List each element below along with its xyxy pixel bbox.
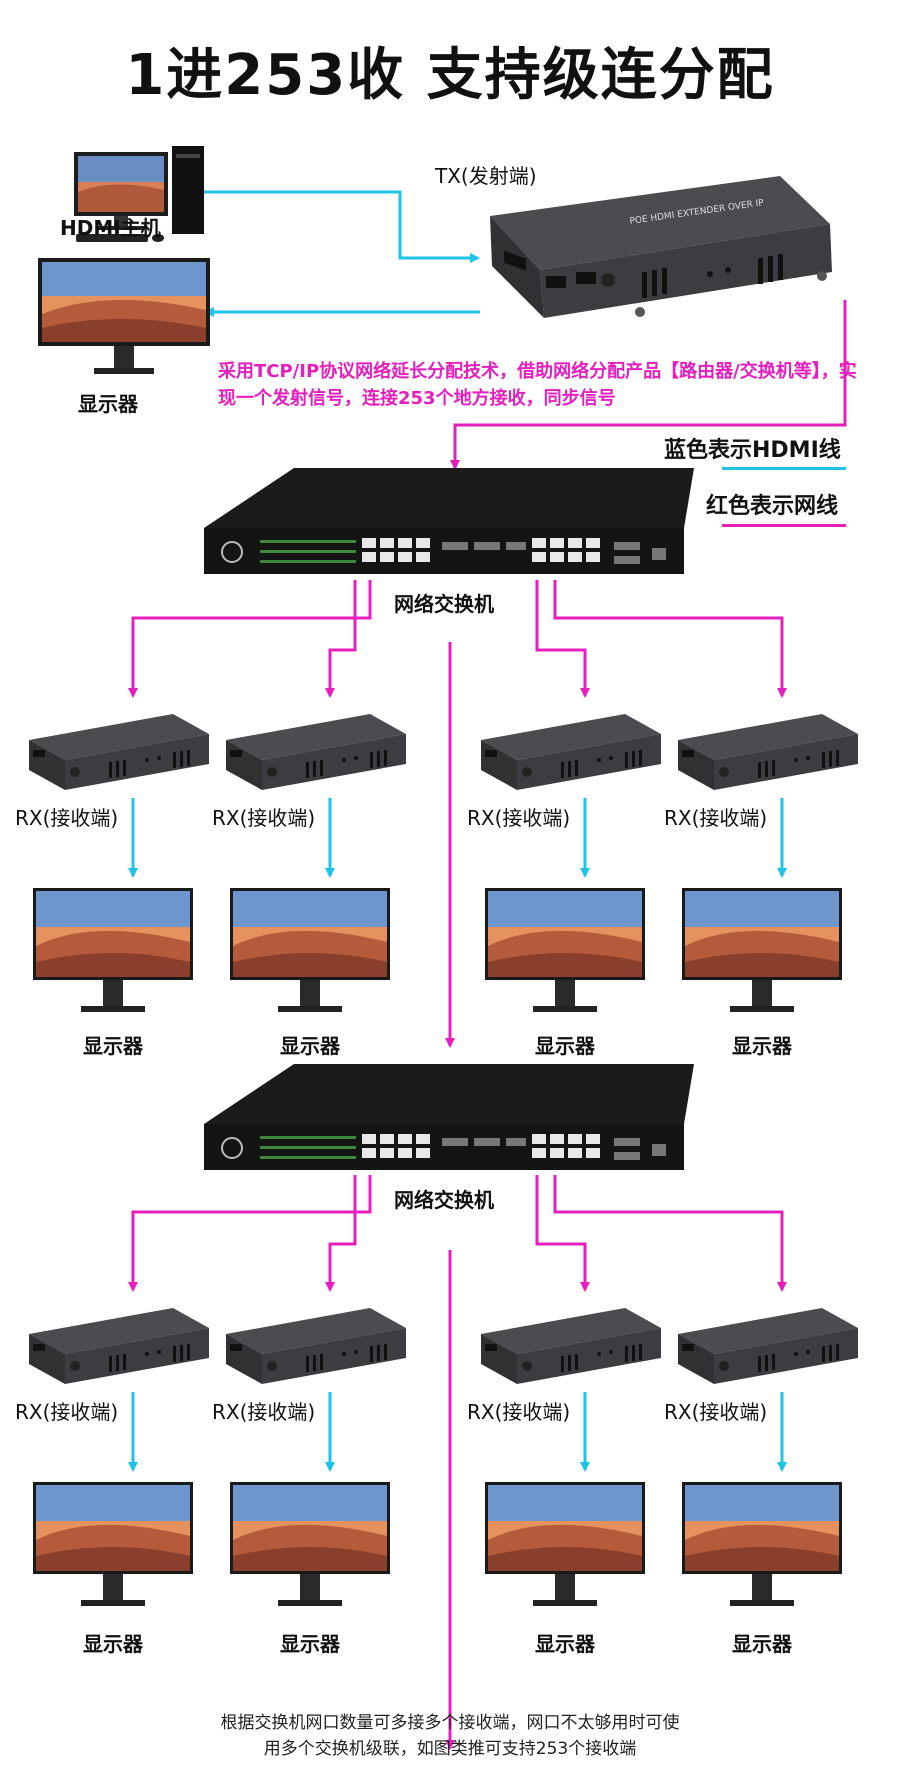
network-line-s1-rx3 — [535, 580, 590, 698]
monitor-icon — [485, 1482, 645, 1612]
legend-red-label: 红色表示网线 — [706, 494, 839, 519]
rx-device-icon — [23, 712, 213, 792]
monitor-icon — [682, 888, 842, 1018]
rx-label: RX(接收端) — [467, 806, 571, 830]
rx-label: RX(接收端) — [212, 806, 316, 830]
monitor-label: 显示器 — [83, 1034, 143, 1058]
rx-device-icon — [23, 1306, 213, 1386]
monitor-label: 显示器 — [280, 1034, 340, 1058]
network-line-s1-rx4 — [553, 580, 787, 698]
pc-icon — [74, 146, 204, 242]
monitor-icon — [230, 1482, 390, 1612]
legend-red-line — [722, 524, 846, 527]
switch2-label: 网络交换机 — [394, 1188, 494, 1212]
tx-device-icon: POE HDMI EXTENDER OVER IP — [490, 176, 832, 318]
rx-label: RX(接收端) — [212, 1400, 316, 1424]
rx-device-icon — [475, 1306, 665, 1386]
monitor-icon — [682, 1482, 842, 1612]
rx-label: RX(接收端) — [15, 806, 119, 830]
rx-device-icon — [220, 1306, 410, 1386]
legend-blue-label: 蓝色表示HDMI线 — [664, 438, 841, 463]
monitor-label: 显示器 — [535, 1632, 595, 1656]
monitor-label: 显示器 — [83, 1632, 143, 1656]
network-line-tx-to-switch1 — [450, 300, 847, 470]
page-title: 1进253收 支持级连分配 — [125, 43, 775, 108]
monitor-icon — [33, 1482, 193, 1612]
host-monitor-label: 显示器 — [78, 392, 138, 416]
rx-label: RX(接收端) — [664, 1400, 768, 1424]
rx-label: RX(接收端) — [664, 806, 768, 830]
network-line-s2-rx4 — [553, 1175, 787, 1292]
description-text: 采用TCP/IP协议网络延长分配技术，借助网络分配产品【路由器/交换机等】，实现… — [218, 361, 857, 409]
monitor-label: 显示器 — [732, 1034, 792, 1058]
footer-line-1: 根据交换机网口数量可多接多个接收端，网口不太够用时可使 — [220, 1713, 680, 1733]
monitor-icon — [485, 888, 645, 1018]
rx-device-icon — [220, 712, 410, 792]
rx-label: RX(接收端) — [15, 1400, 119, 1424]
network-line-s2-rx1 — [128, 1175, 372, 1292]
footer-line-2: 用多个交换机级联，如图类推可支持253个接收端 — [263, 1739, 637, 1759]
switch1-label: 网络交换机 — [394, 592, 494, 616]
network-line-s1-rx2 — [325, 580, 357, 698]
hdmi-line-host-to-tx — [195, 190, 480, 263]
network-switch-icon — [204, 468, 694, 574]
monitor-label: 显示器 — [280, 1632, 340, 1656]
rx-device-icon — [672, 1306, 862, 1386]
rx-label: RX(接收端) — [467, 1400, 571, 1424]
network-line-s2-rx2 — [325, 1175, 357, 1292]
monitor-label: 显示器 — [732, 1632, 792, 1656]
network-switch-icon — [204, 1064, 694, 1170]
tx-label: TX(发射端) — [435, 164, 537, 188]
rx-device-icon — [672, 712, 862, 792]
network-line-s2-rx3 — [535, 1175, 590, 1292]
monitor-icon — [230, 888, 390, 1018]
monitor-icon — [33, 888, 193, 1018]
monitor-label: 显示器 — [535, 1034, 595, 1058]
footer-text: 根据交换机网口数量可多接多个接收端，网口不太够用时可使 用多个交换机级联，如图类… — [0, 1710, 900, 1762]
host-label: HDMI主机 — [60, 216, 161, 240]
network-line-s1-rx1 — [128, 580, 372, 698]
host-monitor-icon — [38, 258, 210, 374]
rx-device-icon — [475, 712, 665, 792]
legend-blue-line — [722, 467, 846, 470]
